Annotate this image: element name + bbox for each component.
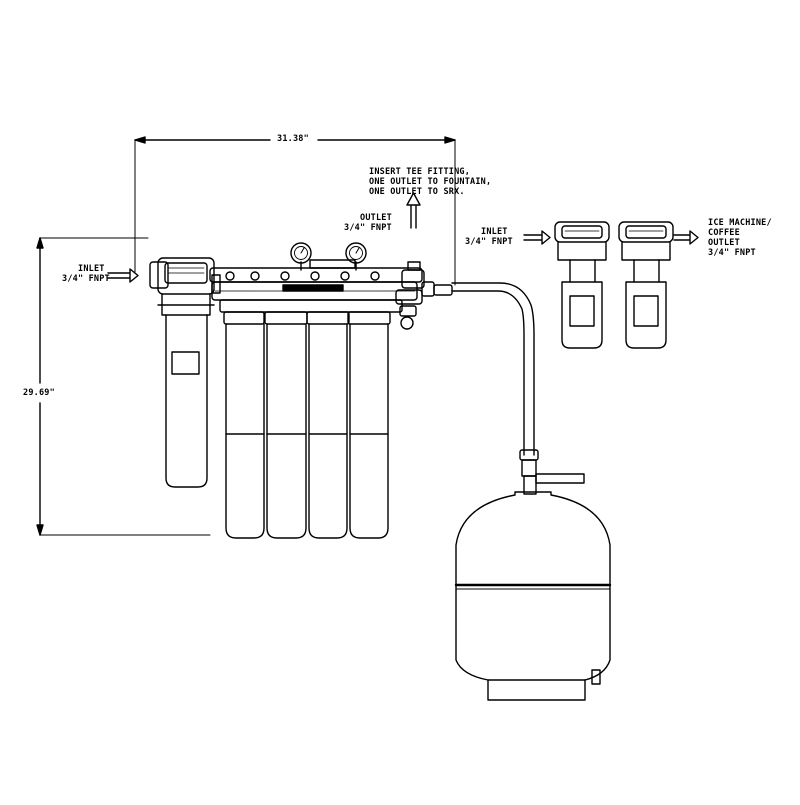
cartridge-1 — [223, 311, 265, 539]
inlet-secondary-line-1: INLET — [481, 227, 508, 237]
tee-note-line-2: ONE OUTLET TO FOUNTAIN, — [369, 177, 492, 187]
tee-arrow — [406, 192, 421, 229]
cartridge-2 — [264, 311, 308, 539]
ice-outlet-line-4: 3/4" FNPT — [708, 248, 756, 258]
inlet-main-line-2: 3/4" FNPT — [62, 274, 110, 284]
height-dimension-label: 29.69" — [23, 388, 55, 398]
ice-outlet-line-1: ICE MACHINE/ — [708, 218, 772, 228]
pressure-gauge-left — [290, 242, 312, 271]
manifold-head — [209, 259, 453, 330]
secondary-filter-1 — [554, 221, 610, 349]
ice-outlet-line-2: COFFEE — [708, 228, 740, 238]
tank-tubing — [451, 282, 585, 495]
pressure-gauge-right — [345, 242, 367, 271]
inlet-secondary-line-2: 3/4" FNPT — [465, 237, 513, 247]
outlet-main-line-2: 3/4" FNPT — [344, 223, 392, 233]
cartridge-3 — [306, 311, 350, 539]
cartridge-4 — [347, 311, 391, 539]
storage-tank — [454, 491, 612, 701]
ice-machine-outlet-label: ICE MACHINE/ COFFEE OUTLET 3/4" FNPT — [708, 218, 772, 258]
tee-note-line-3: ONE OUTLET TO SRX. — [369, 187, 465, 197]
inlet-arrow — [107, 268, 139, 283]
outlet-main-label: OUTLET 3/4" FNPT — [344, 213, 392, 233]
height-dimension — [36, 237, 211, 536]
width-dimension-label: 31.38" — [277, 134, 309, 144]
inlet-main-label: INLET 3/4" FNPT — [62, 264, 110, 284]
width-dimension — [134, 136, 456, 286]
tee-fitting-note: INSERT TEE FITTING, ONE OUTLET TO FOUNTA… — [369, 167, 491, 197]
ice-outlet-line-3: OUTLET — [708, 238, 740, 248]
inlet-secondary-label: INLET 3/4" FNPT — [465, 227, 513, 247]
inlet-main-line-1: INLET — [78, 264, 105, 274]
outlet-main-line-1: OUTLET — [360, 213, 392, 223]
secondary-filter-2 — [618, 221, 674, 349]
tee-note-line-1: INSERT TEE FITTING, — [369, 167, 471, 177]
ice-outlet-arrow — [673, 230, 699, 245]
pre-filter — [149, 257, 215, 488]
secondary-inlet-arrow — [523, 230, 551, 245]
